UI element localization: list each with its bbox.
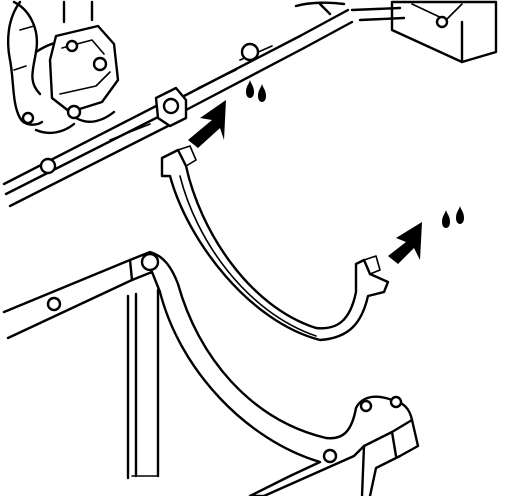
oil-gallery-rail <box>2 1 354 208</box>
apply-arrow-upper <box>188 80 266 148</box>
rear-main-seal-half <box>160 145 390 342</box>
block-corner <box>350 0 498 64</box>
oil-drops-icon <box>246 80 266 102</box>
apply-arrow-lower <box>388 206 464 264</box>
rear-main-bearing-cap <box>2 250 420 496</box>
arrow-icon <box>388 222 422 264</box>
arrow-icon <box>188 100 226 148</box>
engine-block-casting <box>6 0 120 135</box>
oil-drops-icon <box>442 206 464 228</box>
